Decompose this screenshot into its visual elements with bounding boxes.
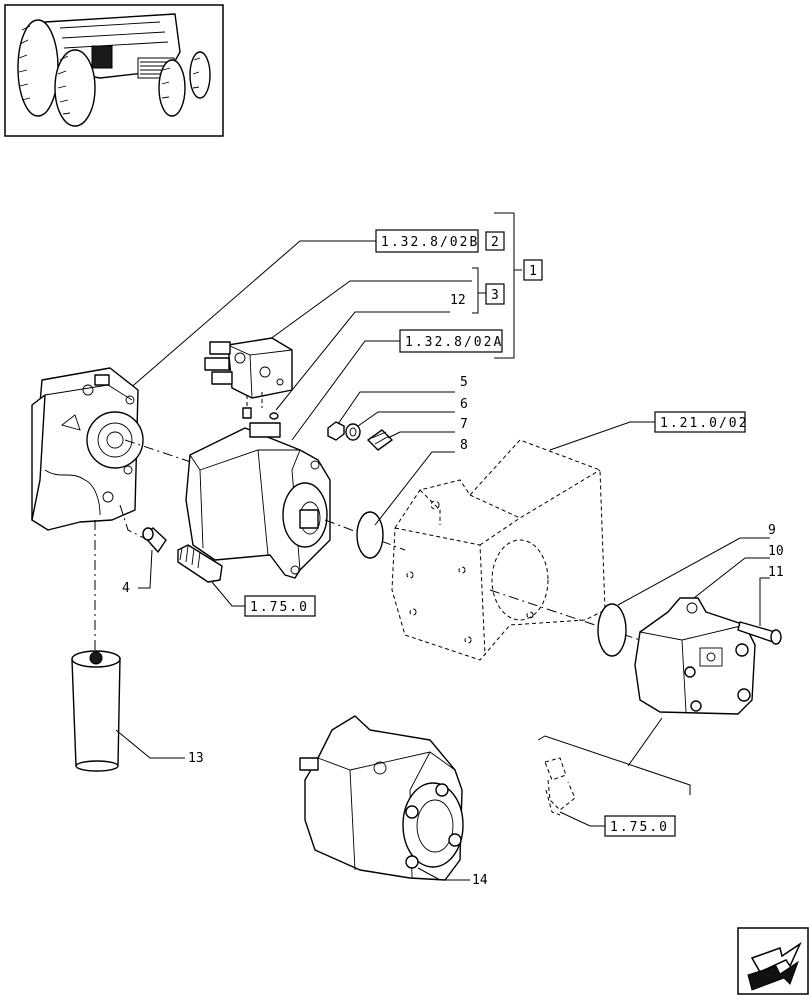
gearbox-housing [391,439,606,661]
svg-text:3: 3 [491,288,499,303]
alt-gear-pump-14 [299,715,464,881]
bolt-11 [737,621,782,645]
leader-11 [759,577,770,626]
leader-13 [115,729,185,759]
ref-box-1-32-8-02B[interactable]: 1.32.8/02B [375,229,479,253]
leader-5 [337,391,455,425]
svg-text:1.32.8/02B: 1.32.8/02B [381,235,479,250]
leader-3 [261,280,472,346]
callout-9: 9 [768,523,776,538]
leader-10 [693,557,770,599]
next-page-arrow-icon[interactable] [737,927,809,995]
o-ring-8 [356,511,384,559]
leader-6 [357,411,455,427]
leader-4 [138,549,153,589]
group-label-2: 2 [485,231,505,251]
callout-14: 14 [472,873,488,888]
group-label-3: 3 [485,283,505,305]
ref-box-1-21-0-02[interactable]: 1.21.0/02 [654,411,748,433]
leader-7 [387,431,455,439]
plug-4 [142,527,167,553]
leader-9 [617,537,770,606]
leader-02A [291,340,400,441]
axis-plug [119,504,149,541]
fitting-dashed [544,757,576,816]
group-label-1: 1 [523,259,543,281]
variant-leader [627,717,663,767]
axis-housing-pump [124,439,201,466]
svg-text:1.32.8/02A: 1.32.8/02A [405,335,503,350]
group-bracket [472,212,522,359]
variant-bracket [537,735,691,795]
leader-1-21 [549,421,655,451]
callout-8: 8 [460,438,468,453]
callout-6: 6 [460,397,468,412]
filter-13 [71,650,121,772]
leader-12 [275,311,450,411]
svg-text:2: 2 [491,235,499,250]
leader-1-75-b [559,811,605,827]
fasteners-5-6-7 [327,421,393,451]
pump-housing [31,367,144,531]
leader-1-75-a [211,581,245,607]
svg-text:1.75.0: 1.75.0 [610,820,669,835]
svg-text:1: 1 [529,264,537,279]
o-ring-9 [597,603,627,657]
ref-box-1-75-0-b[interactable]: 1.75.0 [604,815,676,837]
main-hydraulic-pump [185,422,331,579]
callout-4: 4 [122,581,130,596]
axis-gearbox-aux [489,589,641,641]
control-valve [204,337,293,419]
sensor-1-75-0 [177,544,223,583]
callout-11: 11 [768,565,784,580]
o-ring-12 [269,412,279,420]
leader-8 [374,451,455,526]
callout-13: 13 [188,751,204,766]
callout-7: 7 [460,417,468,432]
ref-box-1-75-0-a[interactable]: 1.75.0 [244,595,316,617]
callout-5: 5 [460,375,468,390]
svg-text:1.21.0/02: 1.21.0/02 [660,416,748,431]
aux-gear-pump [634,597,756,715]
tractor-thumbnail [4,4,224,137]
callout-12: 12 [450,293,466,308]
leader-14 [417,867,470,881]
ref-box-1-32-8-02A[interactable]: 1.32.8/02A [399,329,503,353]
svg-text:1.75.0: 1.75.0 [250,600,309,615]
leader-02B [127,240,376,391]
callout-10: 10 [768,544,784,559]
